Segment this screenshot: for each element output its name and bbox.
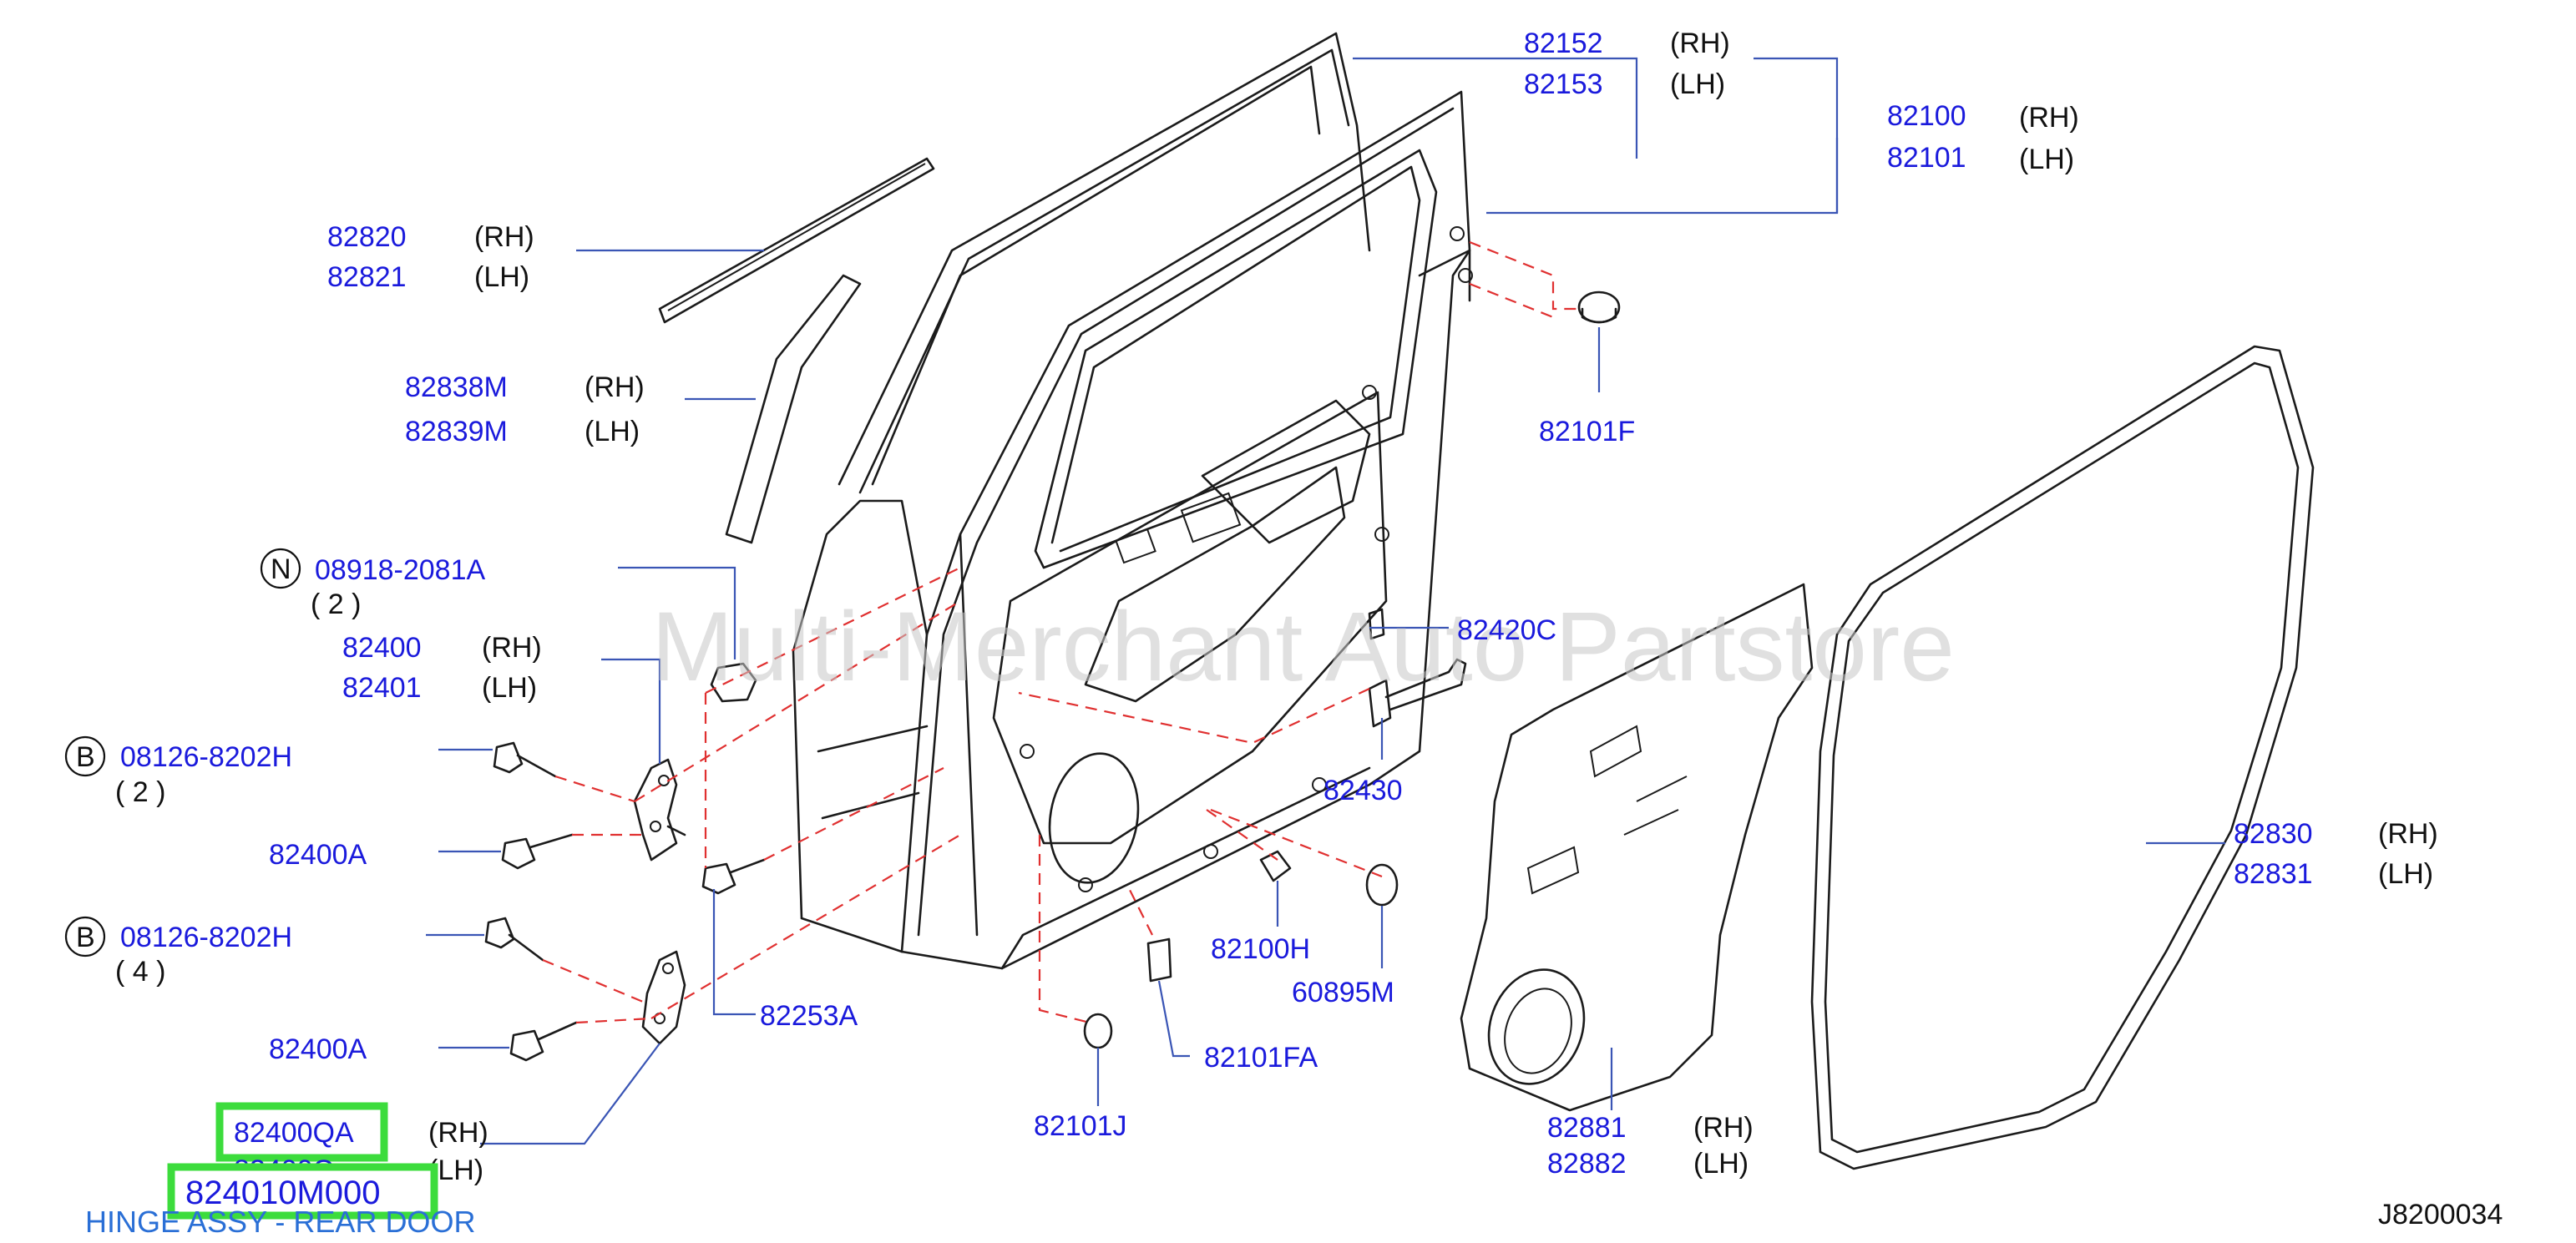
upper-hinge (633, 758, 686, 862)
label-82101[interactable]: 82101 (1887, 142, 1966, 174)
qty-08918-2081a: ( 2 ) (311, 589, 361, 620)
side-82152: (RH) (1670, 28, 1730, 59)
sash-tape (725, 274, 862, 544)
label-82400qa[interactable]: 82400QA (234, 1117, 354, 1149)
side-82401: (LH) (482, 672, 537, 704)
label-82420c[interactable]: 82420C (1457, 614, 1556, 646)
label-82400a-2[interactable]: 82400A (269, 1033, 367, 1065)
label-82152[interactable]: 82152 (1524, 28, 1603, 59)
side-82881: (RH) (1693, 1112, 1754, 1144)
side-82820: (RH) (474, 221, 534, 253)
label-82400[interactable]: 82400 (342, 632, 422, 664)
side-82839m: (LH) (585, 416, 640, 447)
door-shell (792, 90, 1473, 970)
label-82882[interactable]: 82882 (1547, 1148, 1627, 1180)
label-82430[interactable]: 82430 (1323, 775, 1403, 806)
watermark: Multi-Merchant Auto Partstore (651, 592, 1955, 702)
hinge-bolts (484, 741, 766, 1062)
b-symbol-1: B (76, 741, 95, 773)
callout-labels: 82152 (RH) 82153 (LH) 82100 (RH) 82101 (… (64, 28, 2503, 1239)
diagram-code: J8200034 (2378, 1199, 2503, 1230)
side-82400: (RH) (482, 632, 542, 664)
b-symbol-circle-1 (64, 735, 106, 777)
label-08918-2081a[interactable]: 08918-2081A (315, 554, 486, 586)
hinge-nut-upper (710, 662, 757, 703)
highlight-box-part-number (167, 1163, 438, 1220)
label-82400a-1[interactable]: 82400A (269, 839, 367, 871)
b-symbol-2: B (76, 922, 95, 953)
highlight-description: HINGE ASSY - REAR DOOR (85, 1205, 475, 1239)
label-82153[interactable]: 82153 (1524, 68, 1603, 100)
outer-belt-moulding (658, 157, 935, 324)
side-82100: (RH) (2019, 102, 2079, 134)
n-symbol-circle (260, 548, 301, 589)
label-82101j[interactable]: 82101J (1034, 1110, 1127, 1142)
side-82101: (LH) (2019, 144, 2074, 175)
label-82821[interactable]: 82821 (327, 261, 407, 293)
side-82831: (LH) (2378, 858, 2433, 890)
door-grommet-82101f (1577, 291, 1621, 324)
label-82838m[interactable]: 82838M (405, 371, 508, 403)
label-82401[interactable]: 82401 (342, 672, 422, 704)
leader-lines (426, 57, 2225, 1145)
side-82838m: (RH) (585, 371, 645, 403)
label-60895m[interactable]: 60895M (1292, 977, 1394, 1008)
label-82253a[interactable]: 82253A (760, 1000, 858, 1032)
door-trim-panel (1460, 583, 1814, 1112)
label-82100h[interactable]: 82100H (1211, 933, 1310, 965)
label-82831[interactable]: 82831 (2234, 858, 2313, 890)
highlight-part-number[interactable]: 824010M000 (185, 1175, 381, 1211)
label-82101fa[interactable]: 82101FA (1204, 1042, 1318, 1074)
door-check-link (1368, 608, 1467, 728)
label-82101f[interactable]: 82101F (1539, 416, 1635, 447)
n-symbol: N (271, 553, 291, 585)
side-82882: (LH) (1693, 1148, 1749, 1180)
qty-08126-8202h-1: ( 2 ) (115, 776, 165, 808)
label-82839m[interactable]: 82839M (405, 416, 508, 447)
assembly-dash-lines (542, 240, 1582, 1024)
door-glass-run-outer (838, 32, 1371, 494)
label-08126-8202h-2[interactable]: 08126-8202H (120, 922, 292, 953)
label-82820[interactable]: 82820 (327, 221, 407, 253)
b-symbol-circle-2 (64, 916, 106, 958)
side-82830: (RH) (2378, 818, 2438, 850)
label-82881[interactable]: 82881 (1547, 1112, 1627, 1144)
side-82821: (LH) (474, 261, 529, 293)
side-82153: (LH) (1670, 68, 1725, 100)
door-weatherstrip (1810, 345, 2315, 1170)
side-82400qa: (RH) (428, 1117, 488, 1149)
label-82830[interactable]: 82830 (2234, 818, 2313, 850)
lower-hinge (641, 950, 686, 1045)
highlight-box-82400qa (215, 1102, 388, 1162)
qty-08126-8202h-2: ( 4 ) (115, 956, 165, 988)
label-82100[interactable]: 82100 (1887, 100, 1966, 132)
label-08126-8202h-1[interactable]: 08126-8202H (120, 741, 292, 773)
